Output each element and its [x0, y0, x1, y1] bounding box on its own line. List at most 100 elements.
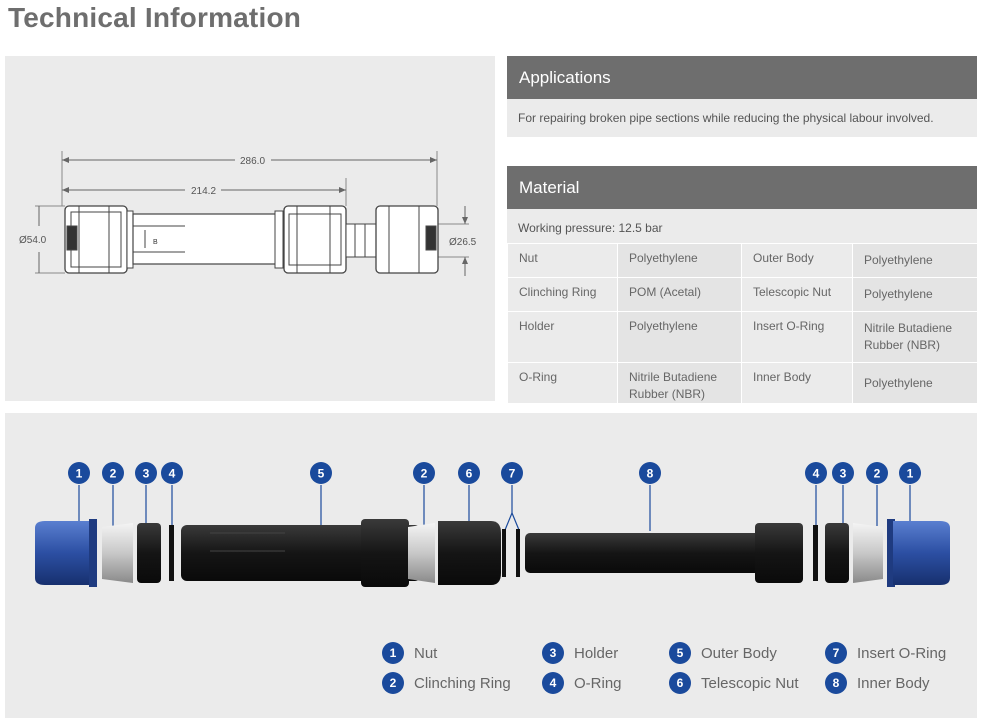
callout-badge: 4: [805, 462, 827, 484]
legend-item: 1 Nut: [382, 642, 437, 664]
callout-badge: 7: [501, 462, 523, 484]
svg-text:2: 2: [110, 467, 117, 481]
material-value: Polyethylene: [852, 243, 978, 278]
material-table: Nut Polyethylene Outer Body Polyethylene…: [507, 243, 978, 404]
callout-badge: 1: [899, 462, 921, 484]
working-pressure: Working pressure: 12.5 bar: [507, 209, 977, 243]
material-row: O-Ring Nitrile Butadiene Rubber (NBR) In…: [507, 362, 978, 404]
legend-label: Clinching Ring: [414, 674, 511, 692]
exploded-view-panel: 1 2 3 4 5 2 6 7 8 4 3 2 1 1 Nut 2 Clinch…: [5, 413, 977, 718]
callout-badge: 3: [832, 462, 854, 484]
callout-badge: 2: [413, 462, 435, 484]
svg-text:4: 4: [813, 467, 820, 481]
svg-text:B: B: [153, 239, 158, 246]
dia-right-label: Ø26.5: [449, 237, 477, 248]
svg-text:3: 3: [143, 467, 150, 481]
legend-label: O-Ring: [574, 674, 622, 692]
left-nut-part: [35, 519, 97, 587]
exploded-view: 1 2 3 4 5 2 6 7 8 4 3 2 1: [35, 462, 950, 587]
callout-badge: 1: [68, 462, 90, 484]
arrow: [62, 157, 69, 163]
svg-text:2: 2: [874, 467, 881, 481]
svg-text:1: 1: [907, 467, 914, 481]
legend-label: Inner Body: [857, 674, 930, 692]
dim-partial-label: 214.2: [191, 186, 216, 197]
middle-nut-outline: [283, 205, 347, 274]
left-o-ring-part: [169, 525, 174, 581]
legend-label: Insert O-Ring: [857, 644, 947, 662]
material-part: Clinching Ring: [507, 277, 618, 312]
material-part: Telescopic Nut: [741, 277, 853, 312]
outer-body-part: [181, 519, 421, 587]
svg-text:1: 1: [76, 467, 83, 481]
applications-text: For repairing broken pipe sections while…: [507, 99, 977, 137]
material-row: Nut Polyethylene Outer Body Polyethylene: [507, 243, 978, 278]
legend-item: 3 Holder: [542, 642, 618, 664]
narrow-pipe-outline: [345, 223, 377, 258]
insert-o-ring-part: [502, 529, 506, 577]
legend-item: 8 Inner Body: [825, 672, 930, 694]
callout-badge: 2: [102, 462, 124, 484]
material-part: Nut: [507, 243, 618, 278]
inner-body-part: [525, 523, 803, 583]
dim-total-label: 286.0: [240, 156, 265, 167]
legend-badge: 2: [382, 672, 404, 694]
technical-drawing: B 286.0 214.2 Ø54.0 Ø26.5: [19, 151, 477, 276]
material-part: Holder: [507, 311, 618, 363]
arrow: [430, 157, 437, 163]
legend-item: 4 O-Ring: [542, 672, 622, 694]
right-o-ring-part: [813, 525, 818, 581]
legend-label: Holder: [574, 644, 619, 662]
right-holder-part: [825, 523, 849, 583]
material-part: Inner Body: [741, 362, 853, 404]
telescopic-nut-part: [438, 521, 501, 585]
svg-text:3: 3: [840, 467, 847, 481]
svg-text:8: 8: [647, 467, 654, 481]
arrow: [339, 187, 346, 193]
material-value: Nitrile Butadiene Rubber (NBR): [852, 311, 978, 363]
legend-item: 2 Clinching Ring: [382, 672, 511, 694]
material-value: Nitrile Butadiene Rubber (NBR): [617, 362, 742, 404]
dia-left-label: Ø54.0: [19, 235, 47, 246]
material-value: POM (Acetal): [617, 277, 742, 312]
svg-text:5: 5: [318, 467, 325, 481]
right-nut-part: [887, 519, 950, 587]
callout-badge: 8: [639, 462, 661, 484]
material-row: Clinching Ring POM (Acetal) Telescopic N…: [507, 277, 978, 312]
legend-label: Outer Body: [701, 644, 777, 662]
legend-badge: 3: [542, 642, 564, 664]
legend-label: Nut: [414, 644, 438, 662]
legend-badge: 4: [542, 672, 564, 694]
material-row: Holder Polyethylene Insert O-Ring Nitril…: [507, 311, 978, 363]
material-value: Polyethylene: [852, 277, 978, 312]
callout-badge: 6: [458, 462, 480, 484]
svg-text:7: 7: [509, 467, 516, 481]
material-header: Material: [507, 166, 977, 209]
legend-item: 7 Insert O-Ring: [825, 642, 946, 664]
svg-text:6: 6: [466, 467, 473, 481]
material-value: Polyethylene: [617, 311, 742, 363]
legend-badge: 8: [825, 672, 847, 694]
legend-badge: 7: [825, 642, 847, 664]
material-part: O-Ring: [507, 362, 618, 404]
callout-badge: 3: [135, 462, 157, 484]
legend-item: 6 Telescopic Nut: [669, 672, 799, 694]
technical-drawing-panel: B 286.0 214.2 Ø54.0 Ø26.5: [5, 56, 495, 401]
material-part: Outer Body: [741, 243, 853, 278]
right-clinching-ring-part: [853, 523, 883, 583]
page-title: Technical Information: [8, 2, 302, 33]
callout-badge: 5: [310, 462, 332, 484]
svg-text:4: 4: [169, 467, 176, 481]
svg-text:2: 2: [421, 467, 428, 481]
legend-badge: 6: [669, 672, 691, 694]
callout-badge: 2: [866, 462, 888, 484]
callout-badge: 4: [161, 462, 183, 484]
legend-badge: 5: [669, 642, 691, 664]
material-value: Polyethylene: [617, 243, 742, 278]
legend-badge: 1: [382, 642, 404, 664]
middle-clinching-ring-part: [408, 523, 435, 583]
insert-o-ring-part: [516, 529, 520, 577]
right-nut-outline: [375, 205, 439, 274]
pipe-body-outline: [132, 213, 284, 265]
material-value: Polyethylene: [852, 362, 978, 404]
